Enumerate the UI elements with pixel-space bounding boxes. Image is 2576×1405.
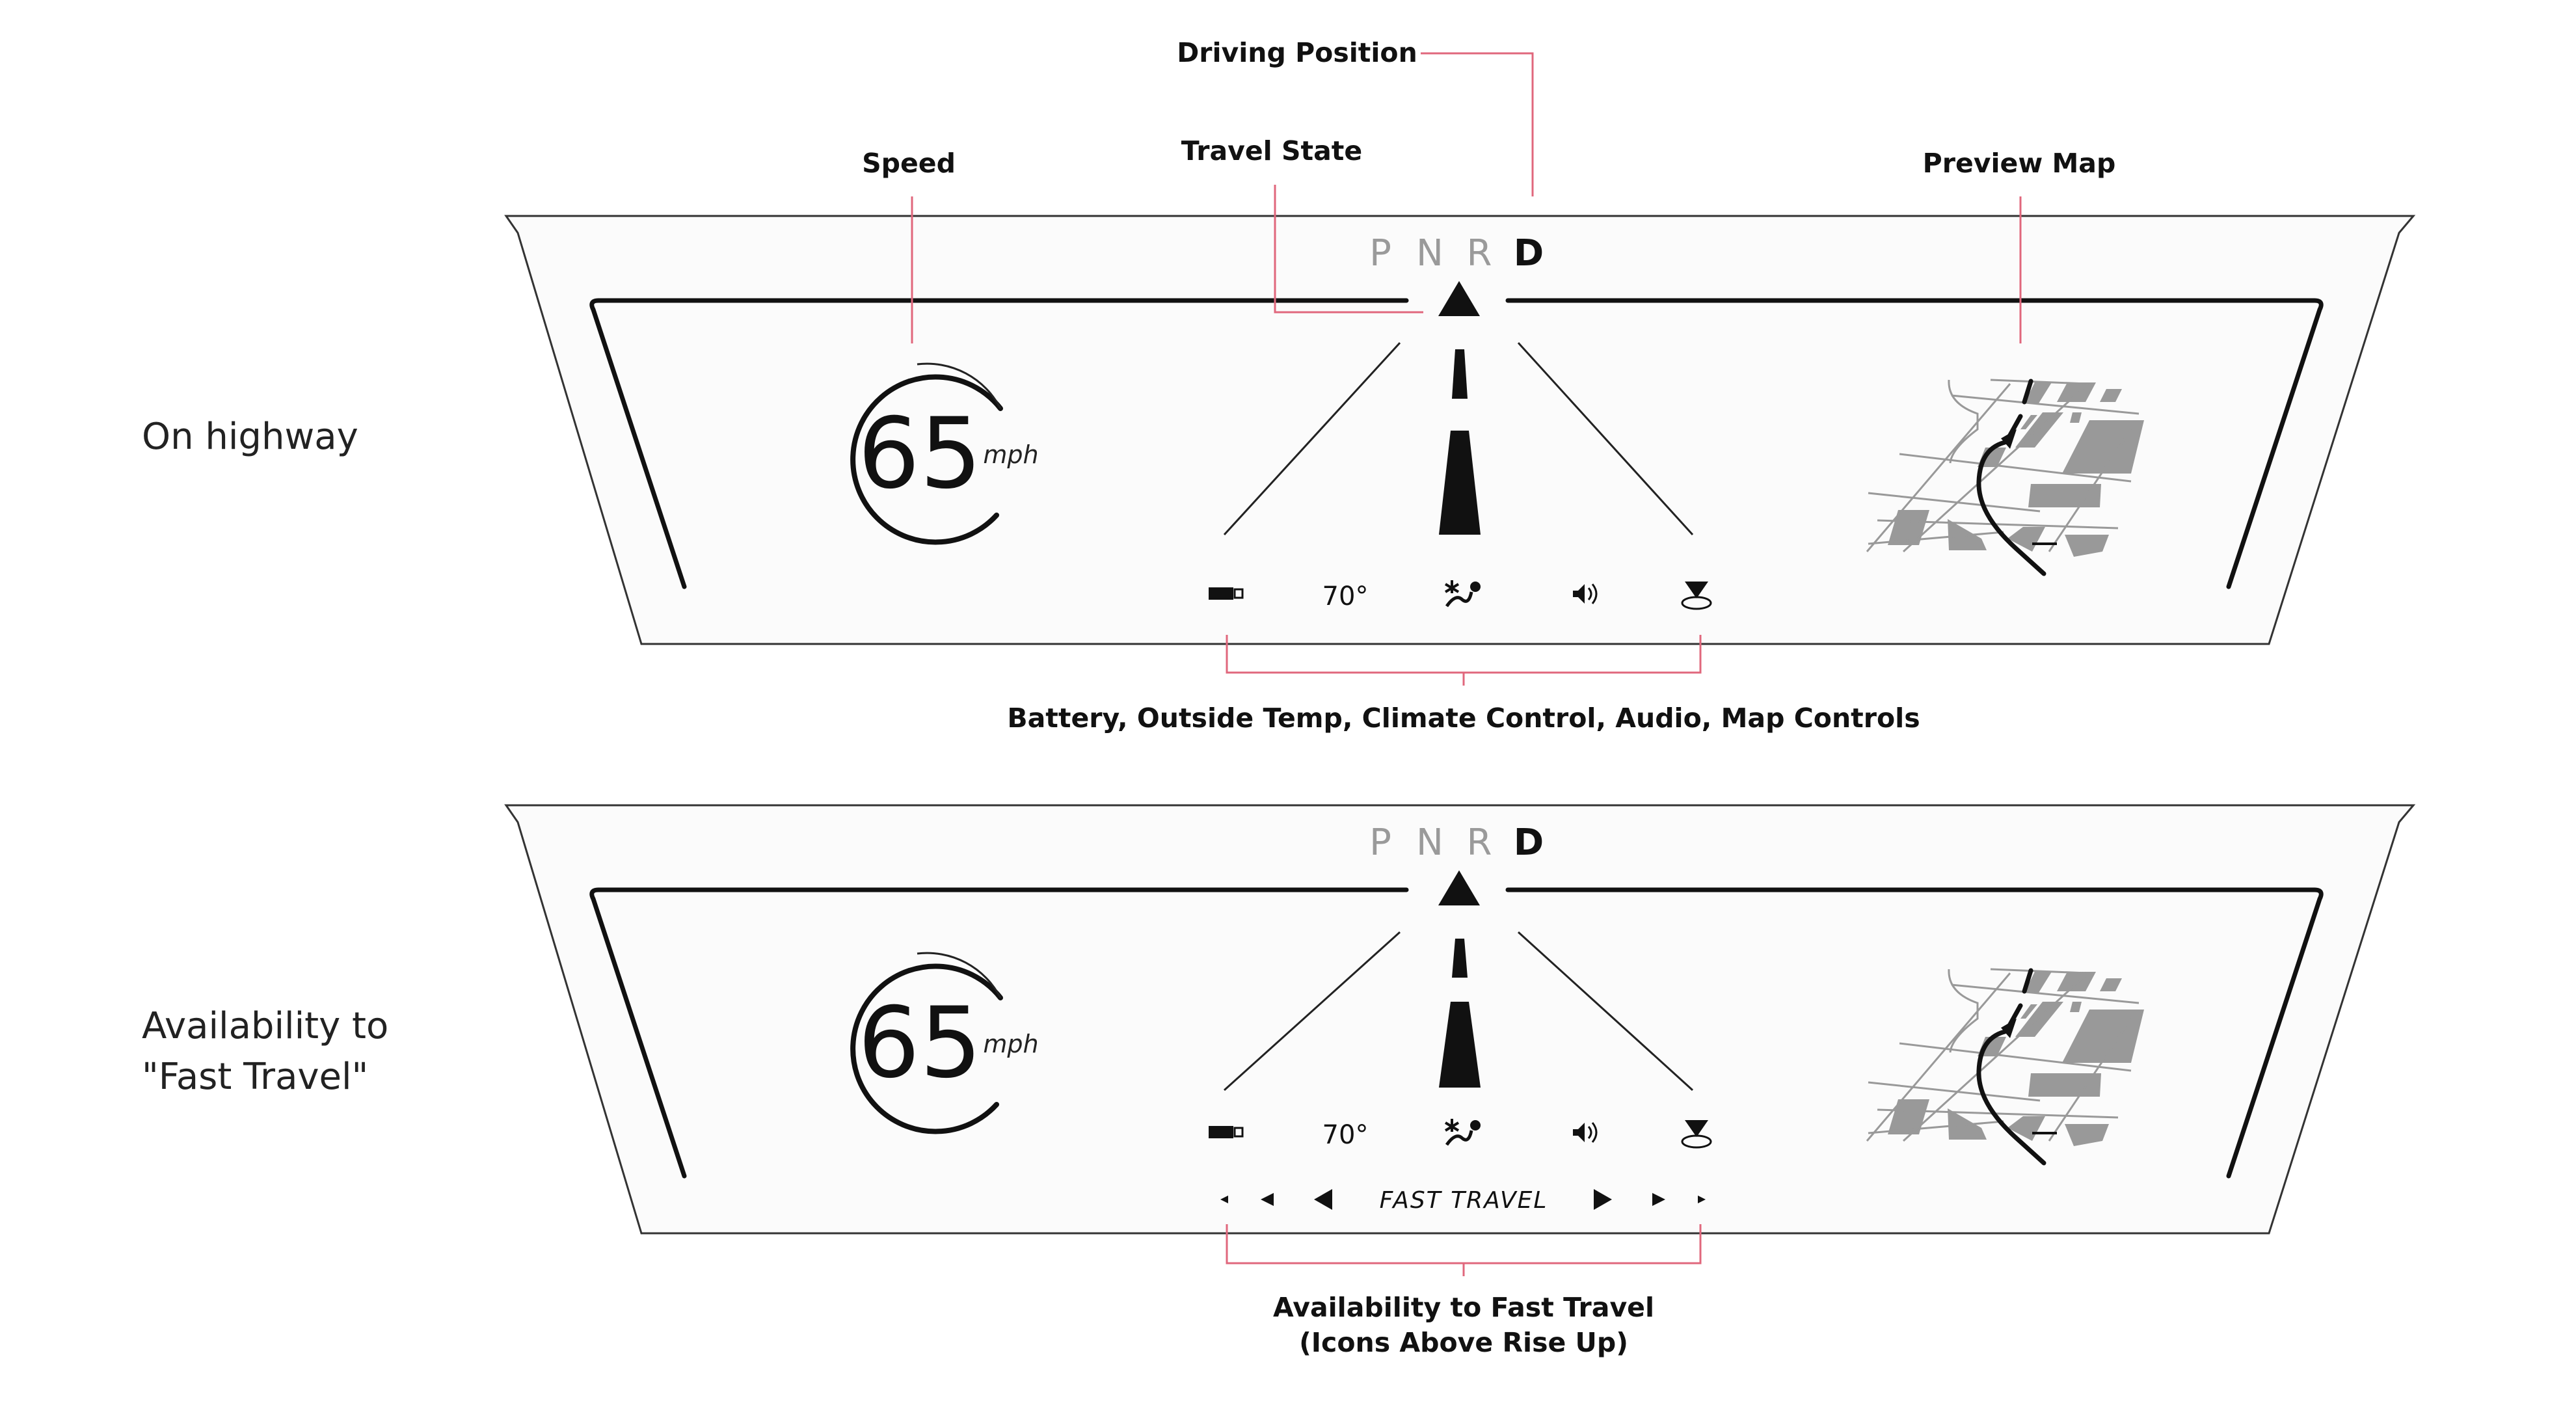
speed-unit: mph <box>983 1030 1038 1058</box>
gear-p[interactable]: P <box>1369 232 1391 274</box>
fast-travel-left-arrow-small-icon[interactable] <box>1220 1196 1228 1203</box>
annotation-speed: Speed <box>862 148 956 343</box>
heading-arrow-icon <box>1438 281 1480 316</box>
preview-map <box>1866 968 2144 1166</box>
gear-d[interactable]: D <box>1514 232 1544 274</box>
audio-speaker-icon[interactable] <box>1573 1122 1598 1143</box>
road-right-edge <box>1517 341 1694 536</box>
preview-map <box>1866 379 2144 576</box>
annotation-travel-state: Travel State <box>1181 135 1423 314</box>
speed-arc <box>850 374 1003 545</box>
gear-selector[interactable]: P N R D <box>1369 822 1544 864</box>
display-inner-frame <box>589 298 2324 589</box>
road-left-edge <box>1223 341 1401 536</box>
fast-travel-bar[interactable]: FAST TRAVEL <box>1220 1187 1706 1214</box>
annotation-travel-state-label: Travel State <box>1181 135 1362 167</box>
fast-travel-left-arrow-medium-icon[interactable] <box>1261 1193 1274 1206</box>
lane-dash-far <box>1452 939 1468 978</box>
display-inner-frame <box>589 887 2324 1179</box>
row-label-highway: On highway <box>142 416 358 458</box>
outside-temp[interactable]: 70° <box>1322 582 1369 611</box>
annotation-driving-position: Driving Position <box>1177 37 1534 196</box>
gear-r[interactable]: R <box>1467 822 1492 864</box>
speed-value: 65 <box>858 987 982 1100</box>
audio-speaker-icon[interactable] <box>1573 583 1598 604</box>
row-top: On highway P N R D 65 mph <box>142 37 2416 734</box>
climate-fan-icon[interactable] <box>1444 1119 1481 1146</box>
lane-dash-near <box>1439 431 1481 535</box>
speed-arc <box>850 963 1003 1134</box>
status-icons: 70° <box>1209 580 1712 611</box>
heading-arrow-icon <box>1438 870 1480 905</box>
road-left-edge <box>1223 931 1401 1091</box>
speedometer: 65 mph <box>850 952 1039 1134</box>
annotation-fast-travel-line1: Availability to Fast Travel <box>1273 1292 1654 1323</box>
gear-r[interactable]: R <box>1467 232 1492 274</box>
row-label-fast-travel-line1: Availability to <box>142 1005 388 1047</box>
row-label-fast-travel-line2: "Fast Travel" <box>142 1056 368 1098</box>
speed-value: 65 <box>858 397 982 511</box>
gear-selector[interactable]: P N R D <box>1369 232 1544 274</box>
map-pin-icon[interactable] <box>1681 582 1712 610</box>
annotation-driving-position-label: Driving Position <box>1177 37 1417 68</box>
road-right-edge <box>1517 931 1694 1091</box>
travel-state-graphic <box>1223 281 1694 536</box>
battery-icon[interactable] <box>1209 1126 1244 1138</box>
speedometer: 65 mph <box>850 362 1039 545</box>
row-bottom: Availability to "Fast Travel" P N R D 65… <box>142 804 2416 1358</box>
annotation-fast-travel-line2: (Icons Above Rise Up) <box>1299 1327 1628 1358</box>
fast-travel-right-arrow-large-icon[interactable] <box>1594 1189 1612 1210</box>
gear-n[interactable]: N <box>1416 232 1443 274</box>
gear-d[interactable]: D <box>1514 822 1544 864</box>
fast-travel-label[interactable]: FAST TRAVEL <box>1380 1187 1548 1214</box>
annotation-preview-map: Preview Map <box>1923 148 2116 343</box>
fast-travel-right-arrow-small-icon[interactable] <box>1698 1196 1706 1203</box>
annotation-controls: Battery, Outside Temp, Climate Control, … <box>1007 635 1920 734</box>
gear-n[interactable]: N <box>1416 822 1443 864</box>
fast-travel-left-arrow-large-icon[interactable] <box>1314 1189 1332 1210</box>
speed-arc-remaining <box>917 952 1002 998</box>
status-icons: 70° <box>1209 1119 1712 1150</box>
fast-travel-right-arrow-medium-icon[interactable] <box>1652 1193 1665 1206</box>
annotation-speed-label: Speed <box>862 148 956 179</box>
gear-p[interactable]: P <box>1369 822 1391 864</box>
battery-icon[interactable] <box>1209 587 1244 600</box>
speed-arc-remaining <box>917 362 1002 409</box>
outside-temp[interactable]: 70° <box>1322 1120 1369 1150</box>
climate-fan-icon[interactable] <box>1444 580 1481 608</box>
lane-dash-near <box>1439 1002 1481 1088</box>
annotation-fast-travel: Availability to Fast Travel (Icons Above… <box>1226 1224 1702 1358</box>
annotation-controls-label: Battery, Outside Temp, Climate Control, … <box>1007 702 1920 734</box>
lane-dash-far <box>1452 349 1468 399</box>
annotation-preview-map-label: Preview Map <box>1923 148 2116 179</box>
speed-unit: mph <box>983 440 1038 469</box>
travel-state-graphic <box>1223 870 1694 1091</box>
map-pin-icon[interactable] <box>1681 1120 1712 1149</box>
